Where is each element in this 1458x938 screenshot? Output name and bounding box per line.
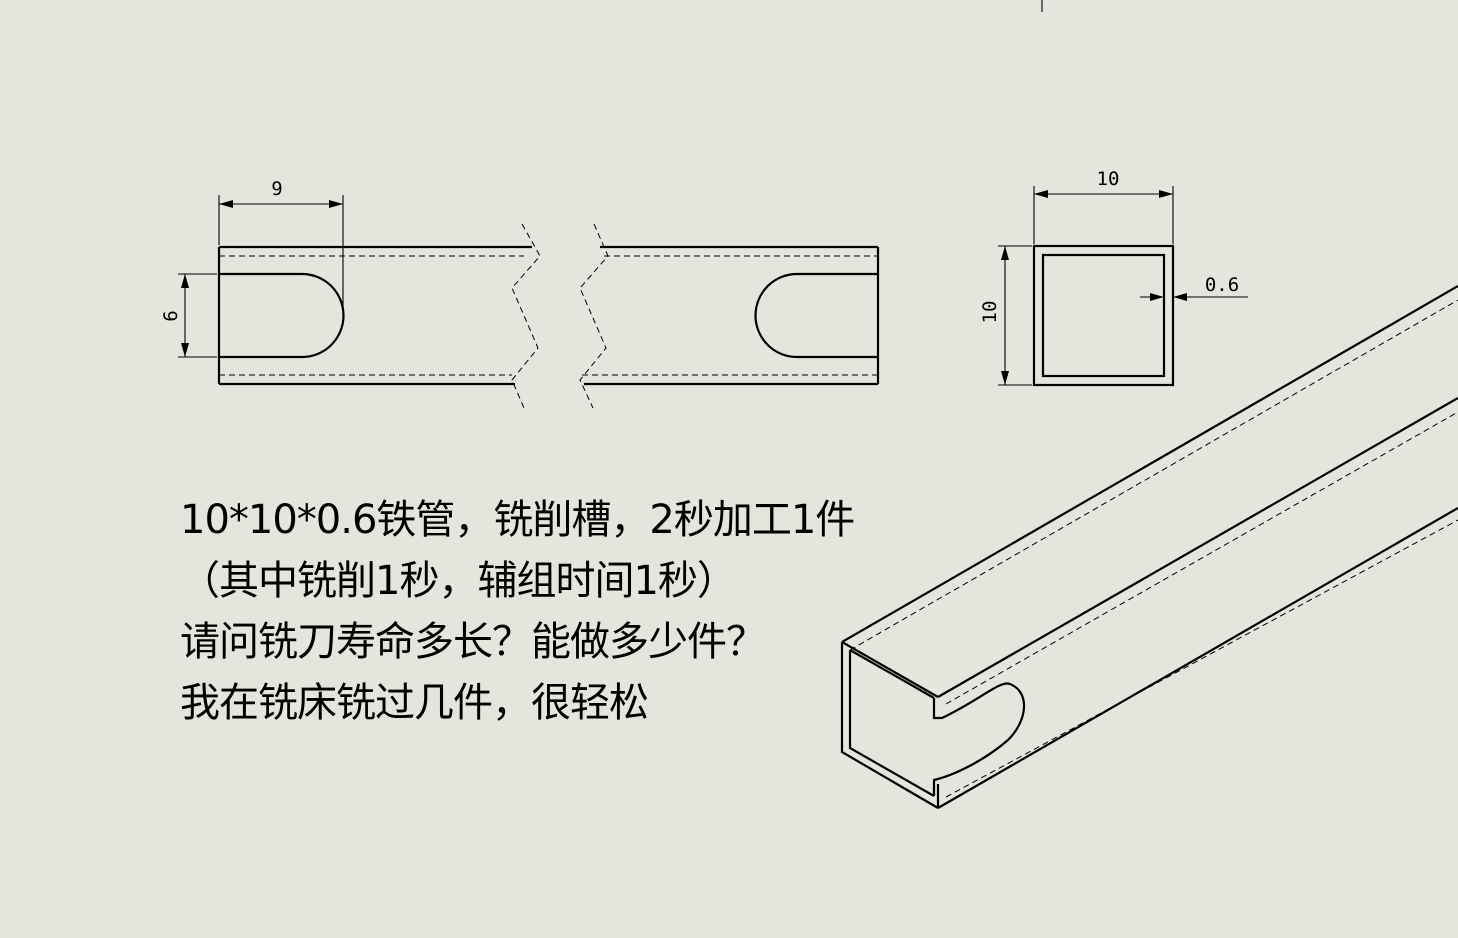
iso-hidden-top xyxy=(849,299,1458,651)
dimension-wall-thickness: 0.6 xyxy=(1140,274,1248,305)
end-view-outer xyxy=(1032,244,1175,387)
dimension-label-tube-height: 10 xyxy=(979,301,1001,324)
break-line-right xyxy=(579,223,609,409)
slot-right xyxy=(754,272,878,359)
iso-hidden-middle xyxy=(945,411,1458,705)
dimension-label-slot-length: 9 xyxy=(271,178,282,200)
iso-front-top xyxy=(841,641,939,698)
iso-front-inner xyxy=(848,650,935,797)
note-line: 10*10*0.6铁管，铣削槽，2秒加工1件 xyxy=(180,497,855,543)
dimension-tube-height: 10 xyxy=(979,245,1032,386)
break-line-left xyxy=(511,223,541,409)
iso-top-edge xyxy=(841,285,1458,643)
dimension-label-tube-width: 10 xyxy=(1097,168,1120,190)
dimension-tube-width: 10 xyxy=(1033,168,1174,244)
iso-hidden-bottom xyxy=(945,519,1458,798)
iso-front-outer xyxy=(840,642,939,809)
iso-middle-edge xyxy=(937,397,1458,698)
question-note: 10*10*0.6铁管，铣削槽，2秒加工1件 （其中铣削1秒，辅组时间1秒） 请… xyxy=(180,490,855,734)
note-line: （其中铣削1秒，辅组时间1秒） xyxy=(180,558,737,604)
dimension-label-wall-thickness: 0.6 xyxy=(1205,274,1239,296)
dimension-label-slot-width: 6 xyxy=(160,310,182,321)
dimension-slot-width: 6 xyxy=(160,273,217,358)
dimension-slot-length: 9 xyxy=(218,178,344,316)
iso-slot xyxy=(932,682,1026,796)
note-line: 请问铣刀寿命多长？能做多少件？ xyxy=(180,619,766,665)
iso-bottom-edge xyxy=(937,507,1458,809)
end-view-inner xyxy=(1041,253,1166,378)
end-view xyxy=(1032,244,1175,387)
iso-front-inner-top xyxy=(849,649,935,699)
slot-left xyxy=(219,272,345,359)
note-line: 我在铣床铣过几件，很轻松 xyxy=(180,680,649,726)
side-view xyxy=(217,223,880,409)
isometric-view xyxy=(840,285,1458,809)
